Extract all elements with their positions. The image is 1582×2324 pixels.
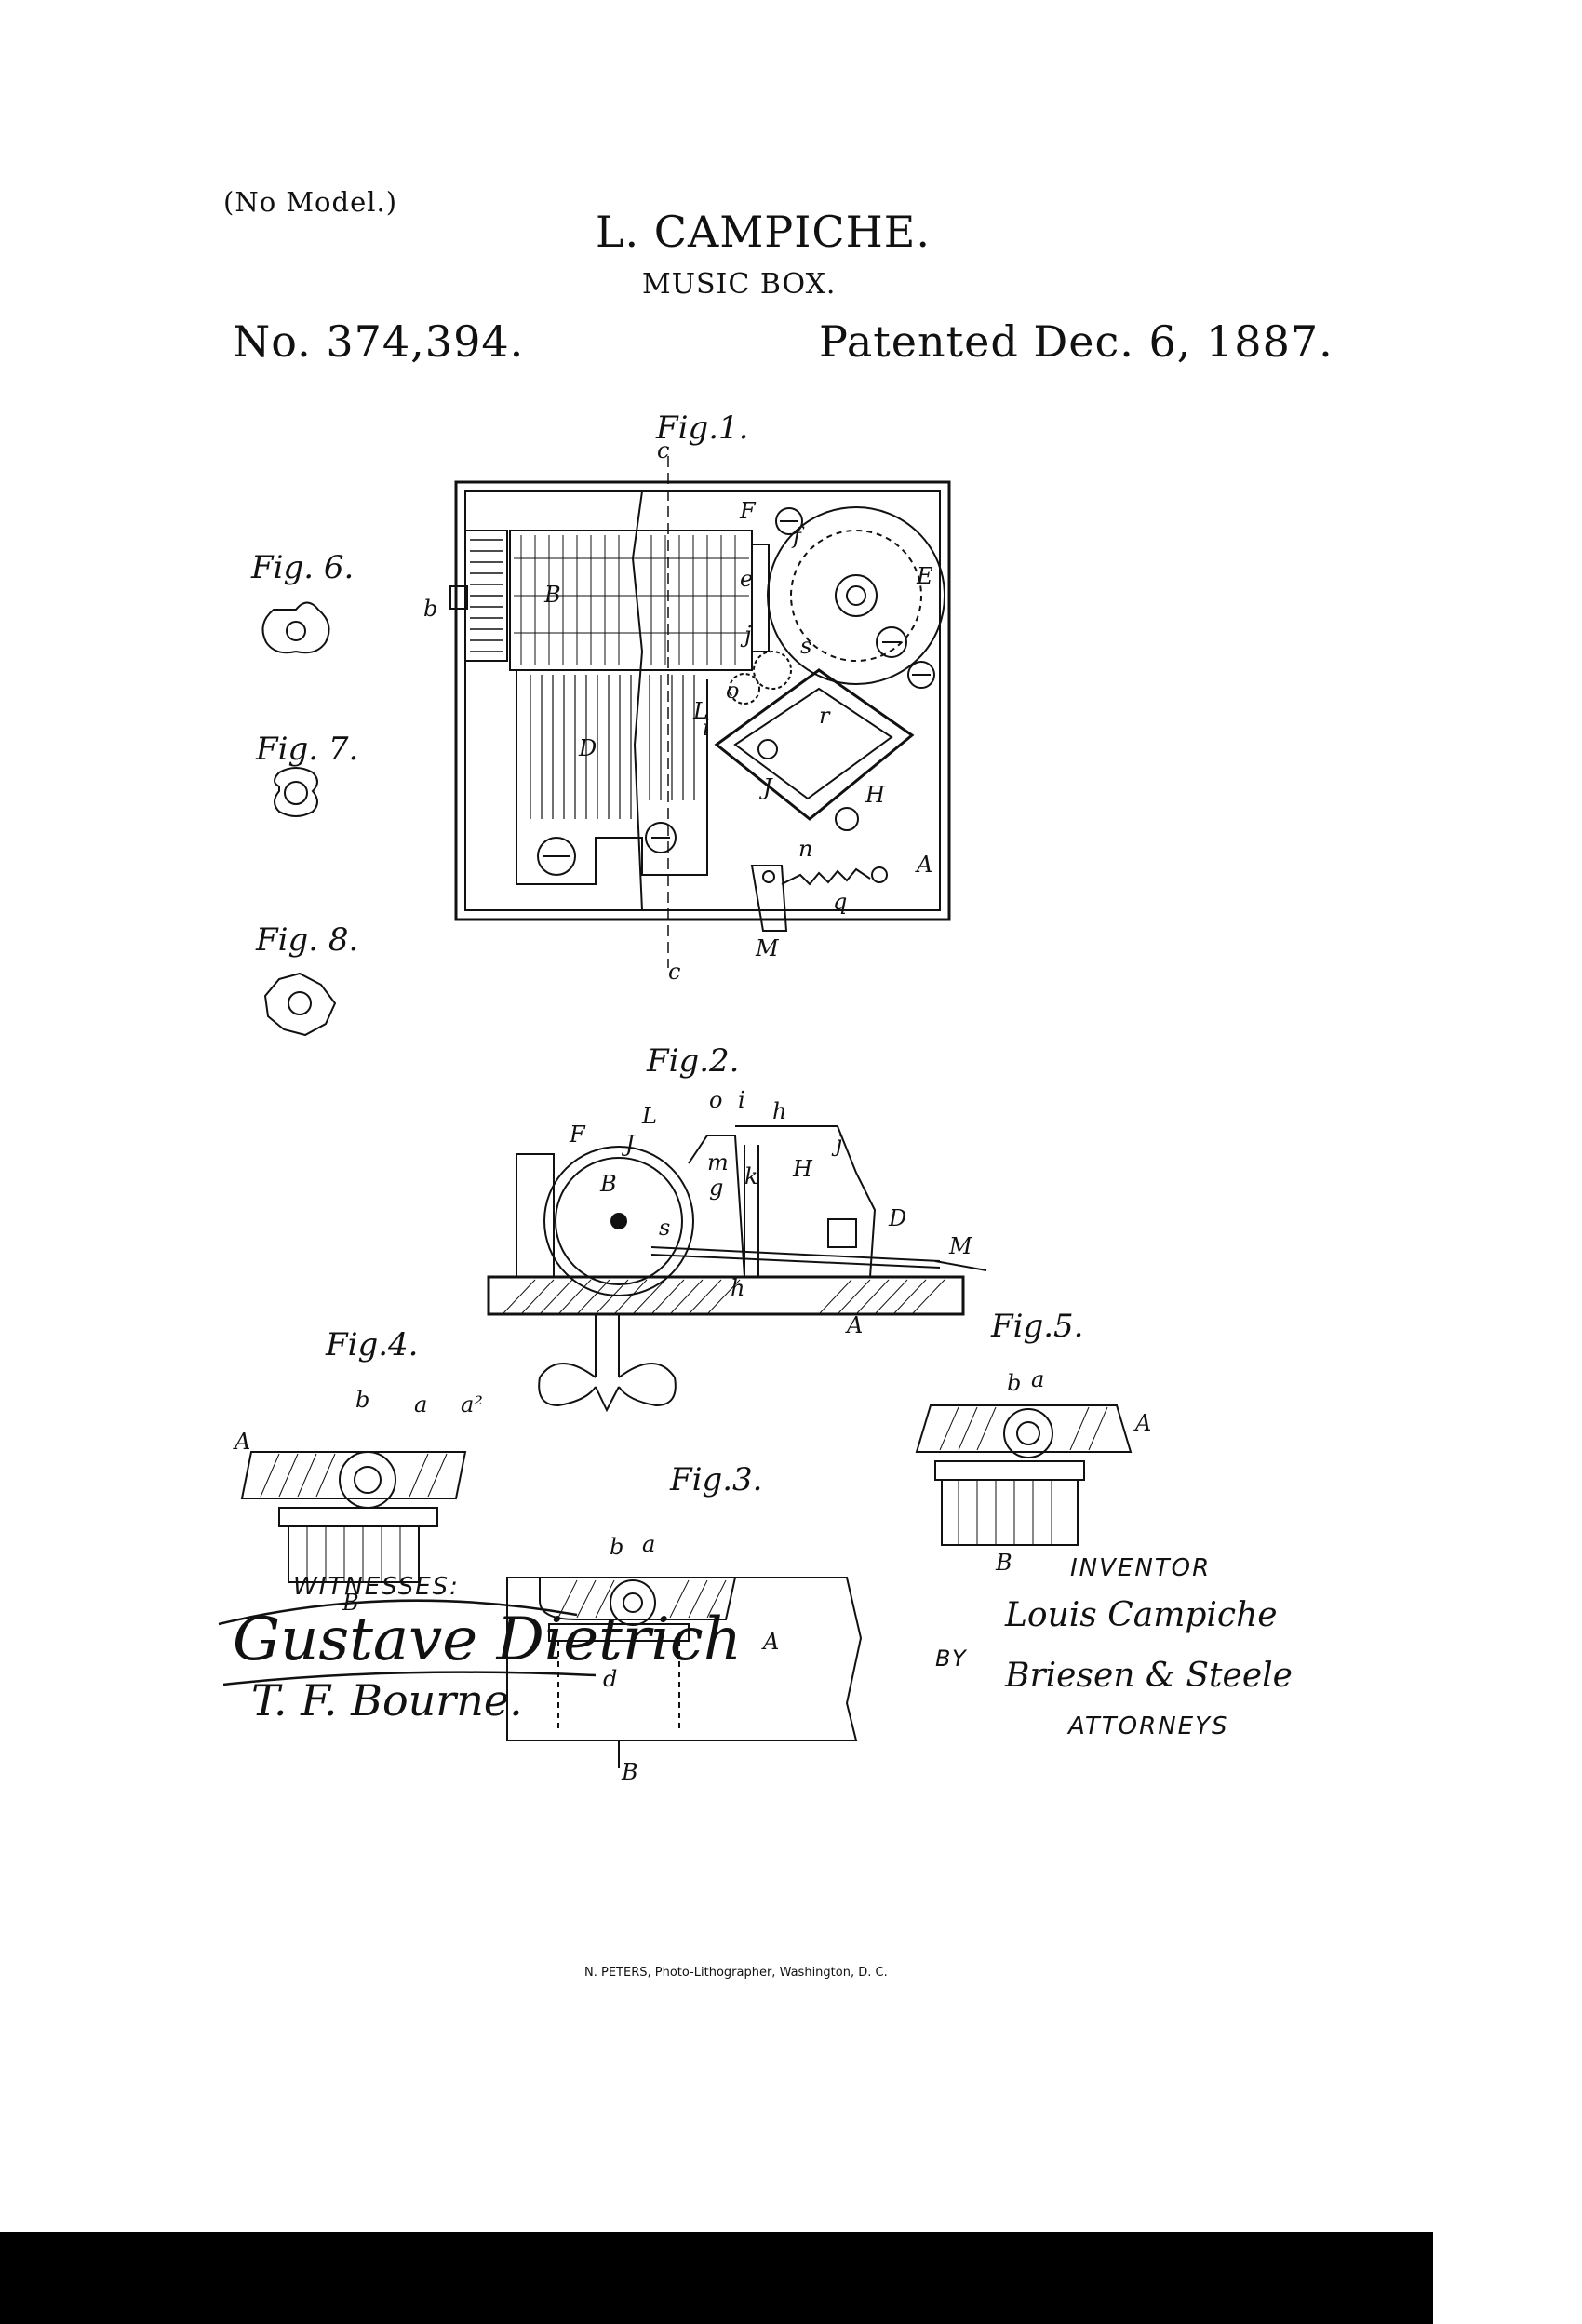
fig6-8-drawings bbox=[261, 601, 337, 1037]
fig2-letter: g bbox=[709, 1175, 724, 1201]
fig4-letter: a² bbox=[461, 1391, 483, 1417]
fig3-letter: B bbox=[622, 1759, 638, 1785]
fig1-letter: A bbox=[917, 852, 933, 878]
fig6-label: Fig. 6. bbox=[251, 549, 355, 586]
fig2-letter: o bbox=[709, 1087, 723, 1113]
fig1-letter: e bbox=[740, 566, 754, 592]
witnesses-label: WITNESSES: bbox=[293, 1573, 460, 1601]
fig2-letter: A bbox=[847, 1312, 864, 1338]
witness-signature-2: T. F. Bourne. bbox=[251, 1675, 523, 1726]
fig2-letter: j bbox=[836, 1131, 843, 1157]
fig2-letter: m bbox=[707, 1149, 729, 1175]
signature-flourishes bbox=[218, 1599, 597, 1686]
fig3-letter: A bbox=[763, 1629, 780, 1655]
fig1-letter: r bbox=[819, 703, 830, 729]
fig1-letter: n bbox=[798, 836, 813, 862]
patent-date: Patented Dec. 6, 1887. bbox=[819, 316, 1334, 367]
fig1-letter: o bbox=[726, 678, 740, 704]
fig1-letter: B bbox=[544, 582, 561, 608]
fig1-letter: M bbox=[756, 935, 779, 961]
fig2-letter: k bbox=[744, 1163, 758, 1189]
fig2-letter: M bbox=[949, 1233, 972, 1259]
fig1-letter: E bbox=[917, 563, 933, 589]
fig2-drawing bbox=[487, 1125, 987, 1413]
fig2-letter: H bbox=[793, 1156, 812, 1182]
fig4-label: Fig.4. bbox=[326, 1326, 419, 1364]
fig2-letter: L bbox=[642, 1103, 657, 1129]
witness-signature-1: Gustave Dietrich bbox=[233, 1605, 742, 1674]
patent-number: No. 374,394. bbox=[233, 316, 525, 367]
attorneys-signature: Briesen & Steele bbox=[1005, 1657, 1293, 1695]
fig1-letter: J bbox=[763, 774, 772, 800]
fig1-label: Fig.1. bbox=[656, 410, 749, 447]
fig4-letter: A bbox=[235, 1429, 251, 1455]
inventor-name: L. CAMPICHE. bbox=[596, 207, 931, 257]
fig1-drawing bbox=[449, 456, 951, 968]
scan-edge-bar bbox=[0, 2232, 1433, 2324]
fig5-letter: A bbox=[1135, 1410, 1152, 1436]
lithographer-credit: N. PETERS, Photo-Lithographer, Washingto… bbox=[584, 1966, 888, 1980]
inventor-signature: Louis Campiche bbox=[1005, 1596, 1278, 1634]
no-model-label: (No Model.) bbox=[223, 186, 398, 218]
fig3-letter: b bbox=[610, 1534, 624, 1560]
fig1-letter: L bbox=[693, 698, 708, 724]
fig7-label: Fig. 7. bbox=[256, 731, 359, 768]
attorneys-label: ATTORNEYS bbox=[1068, 1713, 1229, 1740]
fig1-letter: f bbox=[793, 523, 801, 549]
fig1-letter: F bbox=[740, 498, 756, 524]
fig2-letter: h bbox=[772, 1098, 787, 1124]
patent-title: MUSIC BOX. bbox=[642, 268, 837, 301]
fig1-letter: c bbox=[657, 437, 670, 463]
fig1-letter: i bbox=[703, 715, 710, 741]
fig1-letter: H bbox=[865, 782, 885, 808]
fig2-letter: s bbox=[659, 1215, 671, 1241]
fig2-letter: F bbox=[570, 1122, 585, 1148]
inventor-label: INVENTOR bbox=[1070, 1554, 1212, 1582]
fig5-drawing bbox=[915, 1404, 1133, 1546]
fig3-letter: a bbox=[642, 1531, 656, 1557]
fig5-letter: b bbox=[1007, 1370, 1022, 1396]
fig5-letter: B bbox=[996, 1550, 1012, 1576]
fig4-letter: B bbox=[342, 1590, 359, 1616]
fig2-letter: B bbox=[600, 1171, 617, 1197]
fig1-letter: c bbox=[668, 959, 681, 985]
fig5-letter: a bbox=[1031, 1366, 1045, 1392]
fig3-label: Fig.3. bbox=[670, 1461, 763, 1498]
fig2-letter: D bbox=[889, 1205, 907, 1231]
fig1-letter: j bbox=[744, 622, 752, 648]
fig1-letter: b bbox=[423, 596, 438, 622]
fig2-letter: J bbox=[625, 1131, 635, 1157]
by-label: BY bbox=[935, 1646, 968, 1672]
fig4-letter: a bbox=[414, 1391, 428, 1417]
fig1-letter: D bbox=[579, 735, 597, 761]
fig8-label: Fig. 8. bbox=[256, 921, 359, 959]
fig2-letter: i bbox=[738, 1087, 745, 1113]
fig1-letter: q bbox=[833, 889, 848, 915]
fig4-letter: b bbox=[355, 1387, 370, 1413]
fig2-label: Fig.2. bbox=[647, 1042, 740, 1080]
fig2-letter: h bbox=[731, 1275, 745, 1301]
fig3-drawing bbox=[506, 1577, 863, 1768]
fig5-label: Fig.5. bbox=[991, 1308, 1084, 1345]
fig1-letter: s bbox=[800, 633, 812, 659]
fig4-drawing bbox=[240, 1451, 467, 1583]
fig3-letter: d bbox=[603, 1666, 618, 1692]
